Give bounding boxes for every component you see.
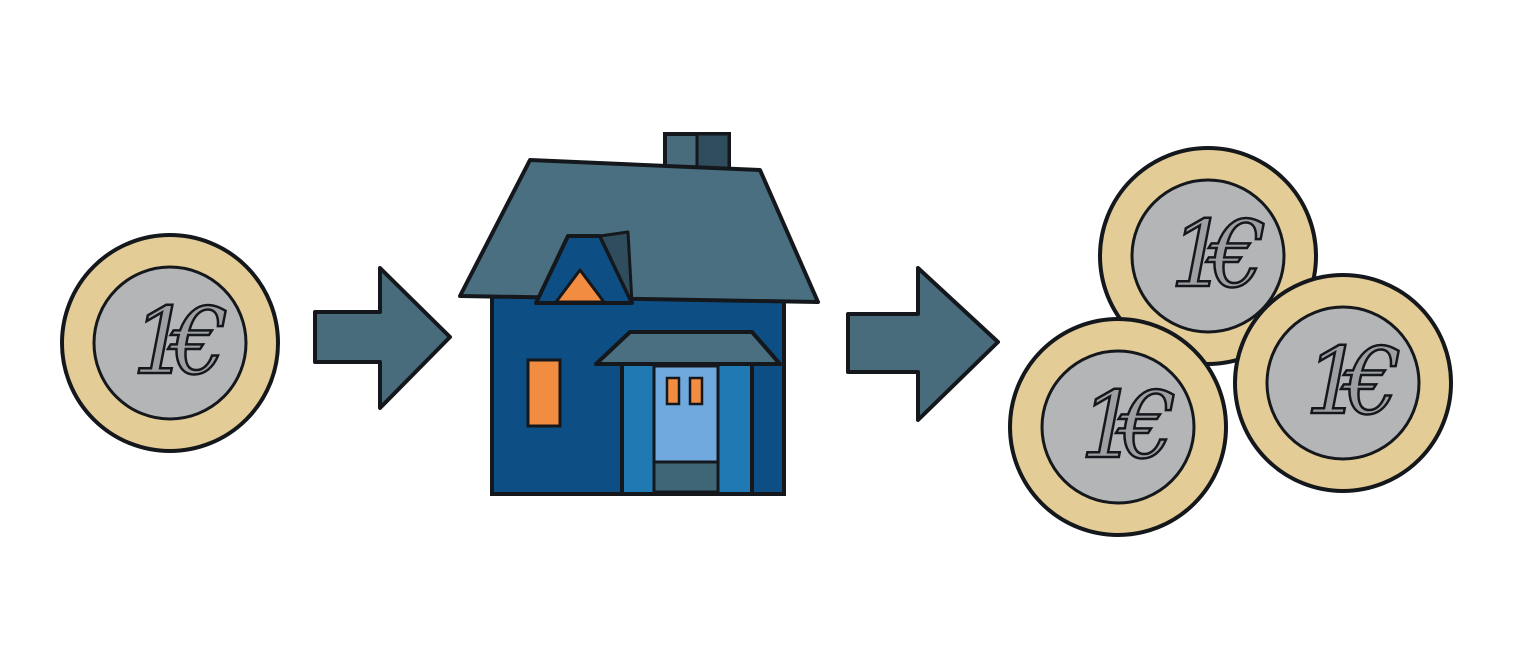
coin-denomination: 1 <box>132 288 191 395</box>
euro-coin-icon: 1 € <box>1098 146 1318 366</box>
arrow-right-icon <box>846 266 1000 422</box>
house-icon <box>458 132 820 496</box>
euro-coin-icon: 1 € <box>1233 273 1453 493</box>
coin-denomination: 1 <box>1305 328 1364 435</box>
front-step <box>652 460 720 494</box>
coin-currency-symbol: € <box>1340 328 1402 435</box>
coin-denomination: 1 <box>1170 201 1229 308</box>
euro-coin-icon: 1 € <box>60 233 280 453</box>
coin-currency-symbol: € <box>167 288 229 395</box>
dormer-window <box>554 268 606 304</box>
coin-denomination: 1 <box>1080 372 1139 479</box>
coin-currency-symbol: € <box>1115 372 1177 479</box>
euro-coin-icon: 1 € <box>1008 317 1228 537</box>
front-door <box>652 364 720 464</box>
side-window <box>526 358 562 428</box>
coin-currency-symbol: € <box>1205 201 1267 308</box>
arrow-right-icon <box>313 266 452 410</box>
